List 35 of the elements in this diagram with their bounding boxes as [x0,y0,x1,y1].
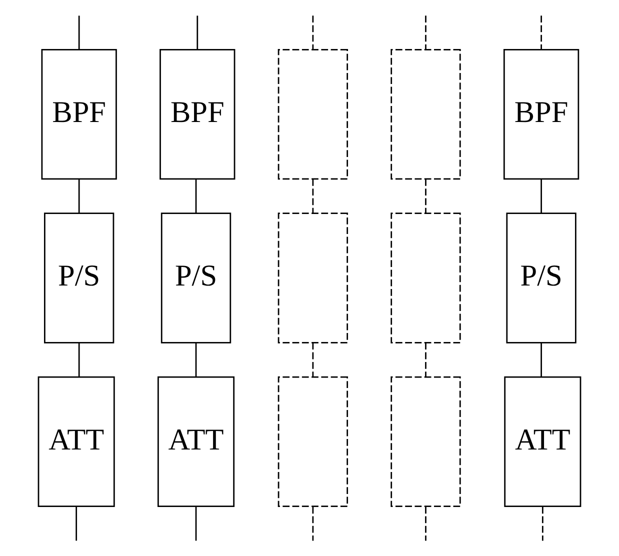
connector [542,506,544,541]
connector [425,179,426,214]
connector [78,179,80,214]
connector [425,506,426,541]
connector [312,16,314,50]
connector [540,342,542,377]
node-box [390,48,461,180]
connector [195,342,197,377]
connector [196,16,198,50]
connector [78,342,80,377]
connector [425,16,426,50]
node-box [278,48,348,180]
node-box: BPF [160,48,236,180]
node-box: ATT [504,376,582,508]
connector [425,342,426,377]
node-box [390,376,461,508]
node-box: ATT [38,376,115,508]
connector [540,179,542,214]
connector [76,506,78,541]
connector [78,16,80,50]
connector [195,179,197,214]
node-box: P/S [506,212,576,344]
connector [312,179,314,214]
connector [312,506,314,541]
connector [195,506,197,541]
node-box: BPF [41,48,117,180]
connector [312,342,314,377]
node-box: BPF [503,48,580,180]
node-box: P/S [44,212,114,344]
connector [540,16,542,50]
node-box: ATT [158,376,235,508]
node-box [390,212,461,344]
node-box: P/S [160,212,232,344]
node-box [278,376,348,508]
node-box [278,212,348,344]
